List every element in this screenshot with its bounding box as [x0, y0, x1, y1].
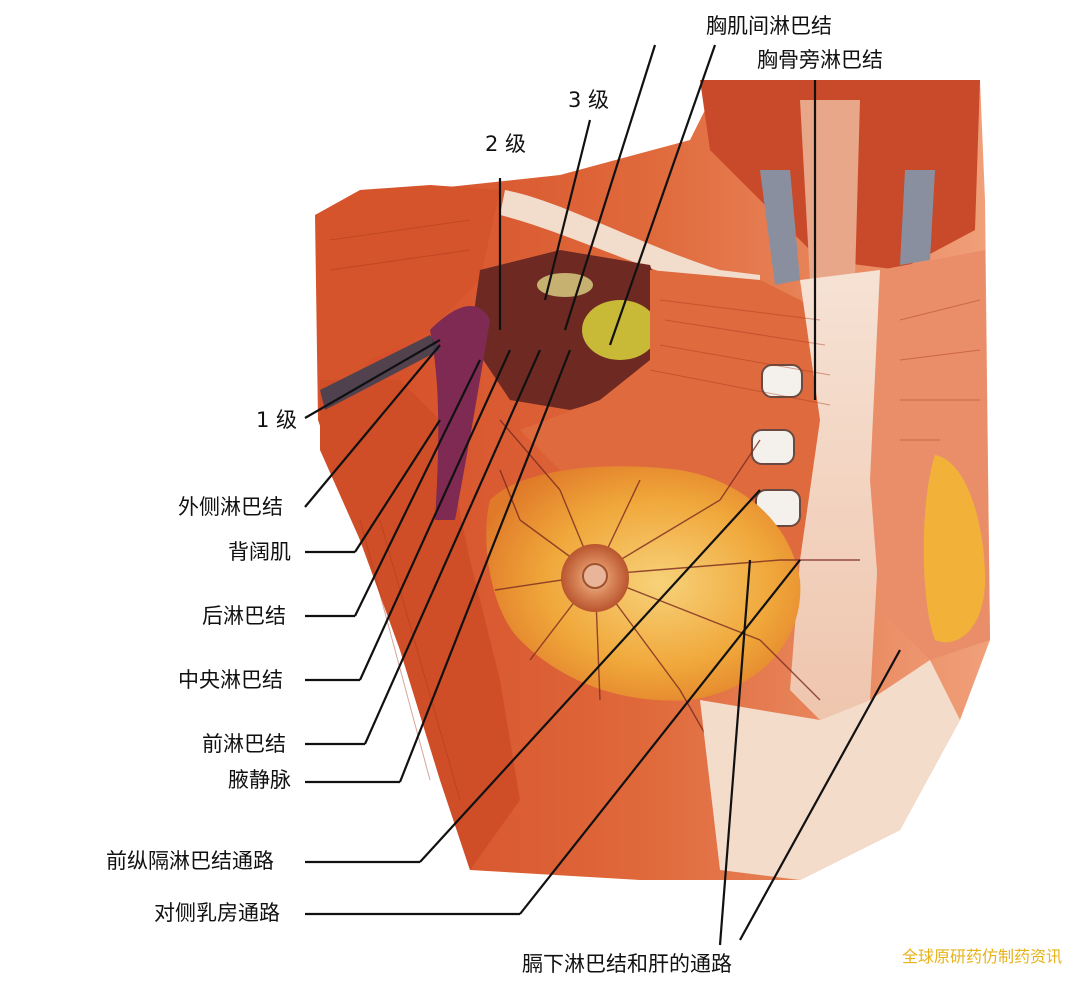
leader-lateral	[304, 344, 441, 508]
label-subdiaphragmatic-liver-route: 膈下淋巴结和肝的通路	[522, 952, 732, 976]
leader-latissimus-2	[354, 419, 441, 553]
leader-mediastinal-2	[419, 489, 761, 863]
pectoralis-minor	[470, 250, 670, 410]
nipple	[582, 563, 608, 589]
label-central-nodes: 中央淋巴结	[178, 668, 283, 692]
leader-level-1	[304, 339, 441, 419]
abdomen-skin	[700, 660, 960, 880]
deltoid	[315, 185, 500, 420]
interpectoral-node-glow	[582, 300, 658, 360]
level-2-node-cluster	[537, 273, 593, 297]
label-level-2: 2 级	[485, 132, 527, 156]
leader-central-2	[358, 349, 512, 681]
leader-level-3	[543, 119, 592, 301]
neck-vessel-left	[760, 170, 800, 285]
watermark: 全球原研药仿制药资讯	[901, 947, 1062, 966]
leader-posterior-2	[354, 359, 481, 617]
leader-lines	[304, 44, 901, 946]
sternum	[790, 270, 900, 720]
leader-anterior-2	[363, 349, 542, 745]
label-latissimus-dorsi: 背阔肌	[228, 540, 291, 564]
neck-vessel-right	[900, 170, 935, 265]
label-anterior-mediastinal-route: 前纵隔淋巴结通路	[106, 849, 274, 873]
leader-subdiaphragmatic-2	[739, 649, 901, 941]
label-parasternal-nodes: 胸骨旁淋巴结	[757, 48, 883, 72]
leader-subdiaphragmatic	[718, 559, 752, 946]
breast-tissue	[486, 466, 801, 701]
label-level-1: 1 级	[256, 408, 298, 432]
label-posterior-nodes: 后淋巴结	[202, 604, 286, 628]
label-interpectoral-nodes: 胸肌间淋巴结	[706, 14, 832, 38]
label-level-3: 3 级	[568, 88, 610, 112]
leader-interpectoral	[563, 44, 657, 331]
leader-interpectoral-2	[608, 44, 717, 346]
muscle-striations	[329, 219, 981, 801]
label-axillary-vein: 腋静脉	[228, 768, 291, 792]
parasternal-node-2	[751, 429, 795, 465]
parasternal-node-1	[761, 364, 803, 398]
latissimus-dorsi-muscle	[320, 380, 520, 870]
leader-contralateral-2	[519, 559, 801, 915]
contralateral-breast	[923, 455, 985, 643]
leader-axillary-vein-2	[398, 349, 572, 783]
trachea	[800, 100, 860, 280]
axillary-vein-vessel	[430, 306, 490, 520]
label-contralateral-breast-route: 对侧乳房通路	[154, 901, 280, 925]
label-anterior-nodes: 前淋巴结	[202, 732, 286, 756]
label-lateral-nodes: 外侧淋巴结	[178, 495, 283, 519]
